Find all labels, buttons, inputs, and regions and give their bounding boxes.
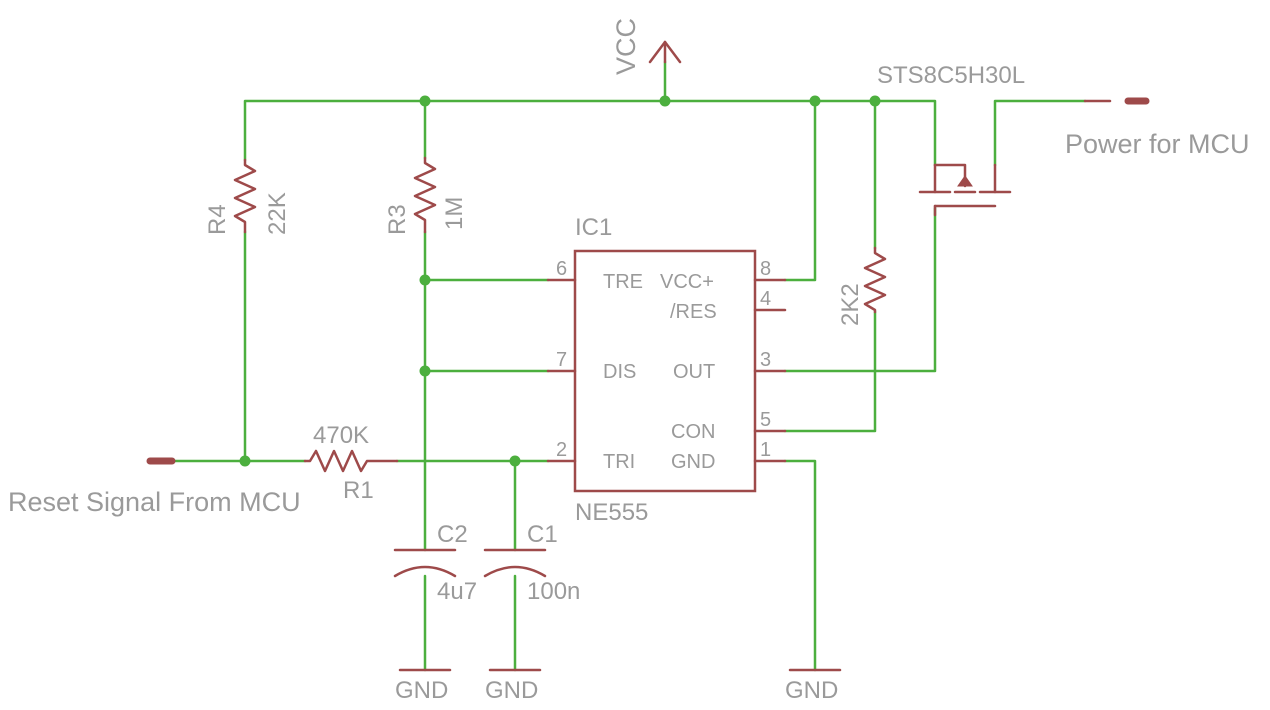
c1-value: 100n xyxy=(527,578,580,605)
vcc-symbol: VCC xyxy=(611,18,682,75)
gnd-label: GND xyxy=(395,677,448,704)
c2-plate-curved xyxy=(393,565,457,578)
pin-7-number: 7 xyxy=(556,349,567,371)
junction-dot xyxy=(419,365,431,377)
pin-gnd-label: GND xyxy=(671,451,715,473)
pin1-gnd-wire xyxy=(783,459,817,672)
mosfet: STS8C5H30L Power for MCU xyxy=(877,62,1250,217)
resistor-r3: R3 1M xyxy=(384,156,468,235)
reset-connector: Reset Signal From MCU xyxy=(8,457,301,517)
reset-label: Reset Signal From MCU xyxy=(8,487,301,517)
r4-body xyxy=(233,158,257,234)
pin-5-number: 5 xyxy=(760,409,771,431)
vcc-rail xyxy=(243,99,937,167)
junction-dot xyxy=(869,95,881,107)
resistor-r4: R4 22K xyxy=(204,158,291,235)
pin8-wire xyxy=(783,99,817,282)
junction-dot xyxy=(419,274,431,286)
c2-value: 4u7 xyxy=(437,578,477,605)
out-gate-wire xyxy=(783,206,937,373)
c1-name: C1 xyxy=(527,521,558,548)
ic-value: NE555 xyxy=(575,499,648,526)
r1-value: 470K xyxy=(313,422,369,449)
resistor-gate: 2K2 xyxy=(837,246,887,326)
r1-name: R1 xyxy=(343,477,374,504)
rgate-value: 2K2 xyxy=(837,283,864,326)
pin-6-number: 6 xyxy=(556,258,567,280)
rgate-body xyxy=(863,246,887,314)
r4-name: R4 xyxy=(204,204,231,235)
vcc-label: VCC xyxy=(611,18,641,75)
wires xyxy=(168,60,1087,672)
r3-body xyxy=(413,156,437,234)
con-wire xyxy=(783,310,877,433)
r4-value: 22K xyxy=(264,192,291,235)
gnd-label: GND xyxy=(485,677,538,704)
ic-name: IC1 xyxy=(575,214,612,241)
body-arrow xyxy=(957,175,973,187)
ic-ne555: IC1 NE555 6 7 2 TRE DIS TRI 8 4 3 5 1 VC… xyxy=(546,214,787,526)
capacitor-c2: C2 4u7 xyxy=(393,521,477,605)
pin-out-label: OUT xyxy=(673,361,715,383)
junction-dot xyxy=(419,95,431,107)
pin-tre-label: TRE xyxy=(603,271,643,293)
pin-1-number: 1 xyxy=(760,439,771,461)
capacitor-c1: C1 100n xyxy=(483,521,580,605)
junction-dot xyxy=(659,95,671,107)
pin-3-number: 3 xyxy=(760,349,771,371)
power-label: Power for MCU xyxy=(1065,129,1250,159)
c1-plate-curved xyxy=(483,565,547,578)
pin-con-label: CON xyxy=(671,421,715,443)
pin-res-label: /RES xyxy=(670,301,717,323)
pin-dis-label: DIS xyxy=(603,361,636,383)
pin-vcc-label: VCC+ xyxy=(660,271,714,293)
junctions xyxy=(239,95,881,467)
r3-value: 1M xyxy=(441,197,468,230)
junction-dot xyxy=(509,455,521,467)
pin-tri-label: TRI xyxy=(603,451,635,473)
junction-dot xyxy=(809,95,821,107)
pin-4-number: 4 xyxy=(760,288,771,310)
junction-dot xyxy=(239,455,251,467)
pin-2-number: 2 xyxy=(556,439,567,461)
r1-body xyxy=(303,449,399,473)
resistor-r1: 470K R1 xyxy=(303,422,399,504)
drain-wire xyxy=(993,99,1087,167)
gnd-symbols: GND GND GND xyxy=(395,668,842,704)
pin-8-number: 8 xyxy=(760,258,771,280)
mosfet-name: STS8C5H30L xyxy=(877,62,1025,89)
gnd-label: GND xyxy=(785,677,838,704)
r3-name: R3 xyxy=(384,204,411,235)
c2-name: C2 xyxy=(437,521,468,548)
